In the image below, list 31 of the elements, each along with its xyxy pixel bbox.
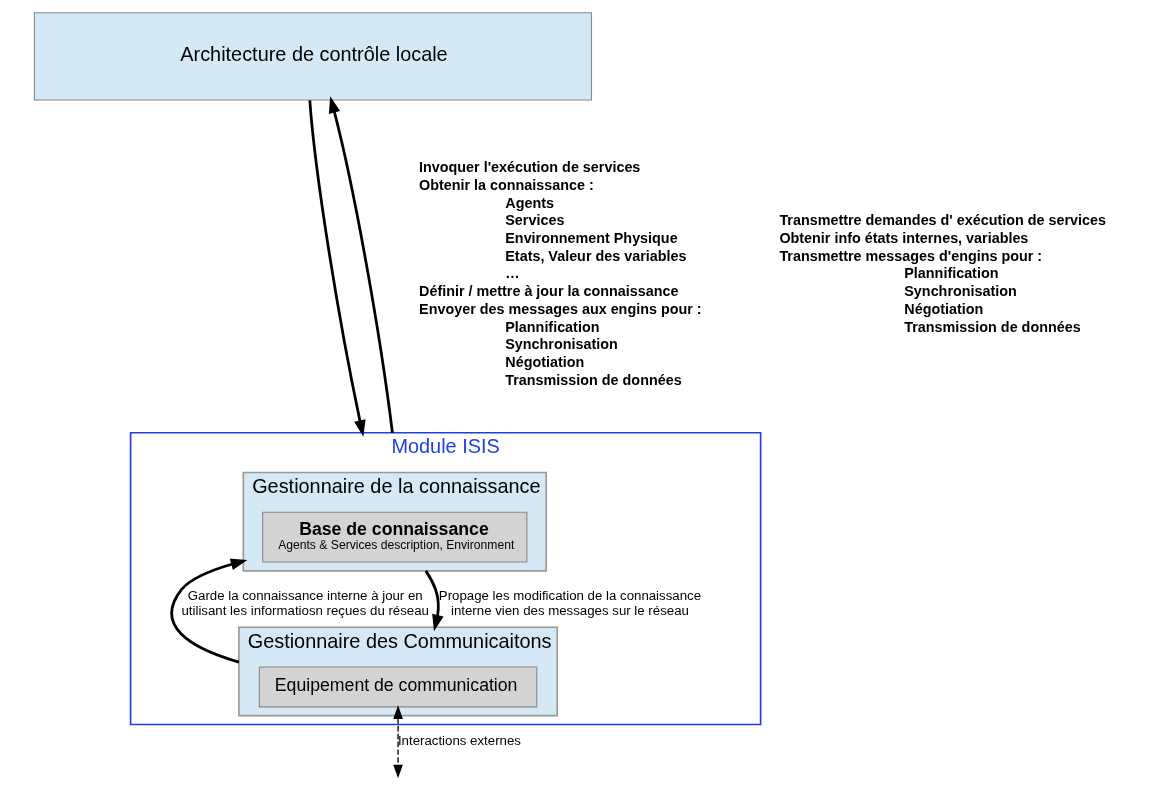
arrow [392, 705, 403, 779]
node-box: Architecture de contrôle locale [33, 12, 592, 101]
label: Agents [504, 194, 554, 211]
label: Négotiation [504, 353, 584, 370]
label: Transmettre messages d'engins pour : [778, 247, 1042, 264]
arrow [307, 100, 366, 437]
edge-label: Interactions externes [397, 733, 521, 749]
arrow [424, 570, 443, 632]
node-box: Base de connaissance Agents & Services description, Environment [261, 511, 527, 563]
label: Synchronisation [504, 336, 618, 353]
arrow [169, 558, 247, 664]
arrow [328, 96, 394, 433]
label: Transmission de données [504, 371, 682, 388]
label: Environnement Physique [504, 230, 678, 247]
label: Obtenir la connaissance : [418, 177, 594, 194]
label: Obtenir info états internes, variables [778, 230, 1028, 247]
label: … [504, 265, 520, 282]
label: Transmission de données [903, 318, 1081, 335]
label: Négotiation [903, 300, 983, 317]
label: Invoquer l'exécution de services [418, 159, 640, 176]
label: Etats, Valeur des variables [504, 247, 686, 264]
label: Envoyer des messages aux engins pour : [418, 300, 702, 317]
label: Synchronisation [903, 283, 1017, 300]
label: Services [504, 212, 564, 229]
node-box: Equipement de communication [258, 666, 537, 708]
label: Définir / mettre à jour la connaissance [418, 283, 678, 300]
label: Transmettre demandes d' exécution de services [778, 212, 1106, 229]
edge-label: Garde la connaissance interne à jour en utilisant les informatiosn reçues du réseau [180, 588, 429, 618]
label: Plannification [504, 318, 599, 335]
label: Plannification [903, 265, 998, 282]
edge-label: Propage les modification de la connaissance interne vien des messages sur le réseau [438, 588, 701, 618]
